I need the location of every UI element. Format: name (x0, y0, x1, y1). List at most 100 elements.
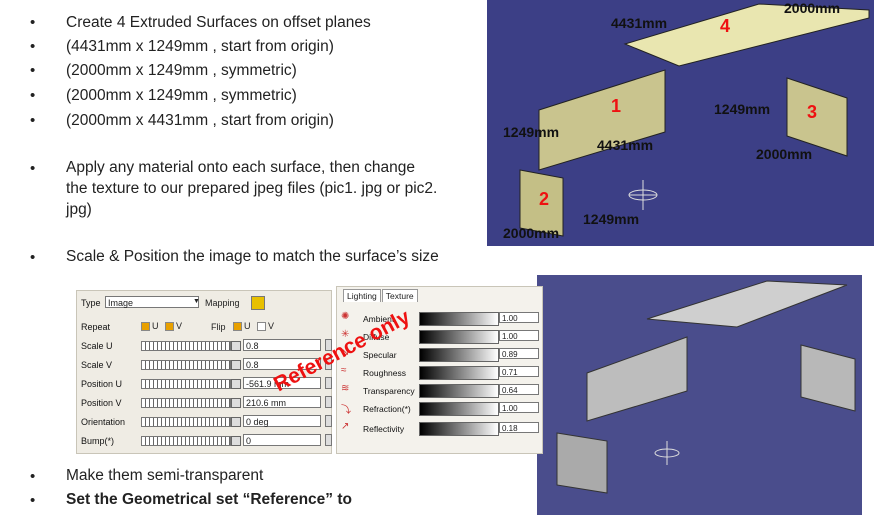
reflectivity-field[interactable]: 0.18 (499, 422, 539, 433)
specular-row: ↘ Specular 0.89 (341, 347, 539, 363)
roughness-slider[interactable] (419, 366, 499, 380)
orientation-spinner[interactable] (325, 415, 332, 427)
orientation-slider[interactable] (141, 417, 231, 427)
reflectivity-slider[interactable] (419, 422, 499, 436)
chevron-down-icon[interactable]: ▼ (193, 298, 200, 305)
roughness-field[interactable]: 0.71 (499, 366, 539, 377)
scale-u-slider[interactable] (141, 341, 231, 351)
ambient-field[interactable]: 1.00 (499, 312, 539, 323)
repeat-v-checkbox[interactable] (165, 322, 175, 332)
position-v-button[interactable] (231, 398, 241, 408)
bullet-dot: • (30, 87, 36, 104)
transparency-icon: ≋ (341, 383, 350, 394)
surfaces-diagram: 4431mm 2000mm 1249mm 4431mm 1249mm 2000m… (503, 0, 870, 241)
diffuse-label: Diffuse (363, 332, 390, 342)
transparency-label: Transparency (363, 386, 415, 396)
bullet-dot: • (30, 14, 36, 31)
transparency-row: ≋ Transparency 0.64 (341, 383, 539, 399)
diffuse-slider[interactable] (419, 330, 499, 344)
texture-parameters-panel: Type Image ▼ Mapping Repeat U V Flip U V… (76, 290, 332, 454)
position-u-button[interactable] (231, 379, 241, 389)
orientation-button[interactable] (231, 417, 241, 427)
position-u-row: Position U -561.9 mm (81, 377, 332, 391)
tab-lighting[interactable]: Lighting (343, 289, 381, 302)
bump-row: Bump(*) 0 (81, 434, 332, 448)
scale-v-field[interactable]: 0.8 (243, 358, 321, 370)
bump-spinner[interactable] (325, 434, 332, 446)
position-v-slider[interactable] (141, 398, 231, 408)
axis-compass-icon (628, 180, 658, 210)
position-u-field[interactable]: -561.9 mm (243, 377, 321, 389)
orientation-row: Orientation 0 deg (81, 415, 332, 429)
diffuse-icon: ✳ (341, 329, 350, 340)
label-d8: 2000mm (503, 225, 559, 241)
scale-u-button[interactable] (231, 341, 241, 351)
position-u-spinner[interactable] (325, 377, 332, 389)
position-u-slider[interactable] (141, 379, 231, 389)
transparency-slider[interactable] (419, 384, 499, 398)
bump-field[interactable]: 0 (243, 434, 321, 446)
bullet-material-line-2: the texture to our prepared jpeg files (… (66, 180, 438, 197)
bullet-scale-position: Scale & Position the image to match the … (66, 248, 439, 265)
type-select[interactable]: Image (105, 296, 199, 308)
scale-v-button[interactable] (231, 360, 241, 370)
bullet-dimension-2: (2000mm x 1249mm , symmetric) (66, 62, 297, 79)
flip-v-checkbox[interactable] (257, 322, 267, 332)
refraction-label: Refraction(*) (363, 404, 411, 414)
flip-u-checkbox[interactable] (233, 322, 242, 332)
cad-viewport-surfaces[interactable]: 4431mm 2000mm 1249mm 4431mm 1249mm 2000m… (487, 0, 874, 246)
flip-label: Flip (211, 322, 226, 332)
mapping-cube-icon[interactable] (251, 296, 265, 310)
scale-u-field[interactable]: 0.8 (243, 339, 321, 351)
specular-label: Specular (363, 350, 397, 360)
diffuse-field[interactable]: 1.00 (499, 330, 539, 341)
specular-field[interactable]: 0.89 (499, 348, 539, 359)
scale-v-slider[interactable] (141, 360, 231, 370)
repeat-u-checkbox[interactable] (141, 322, 150, 332)
flip-checkboxes: U V (229, 321, 274, 332)
roughness-row: ≈ Roughness 0.71 (341, 365, 539, 381)
bullet-material-line-1: Apply any material onto each surface, th… (66, 159, 415, 176)
surface-1 (538, 69, 666, 171)
textured-surface-top (646, 280, 848, 328)
scale-v-spinner[interactable] (325, 358, 332, 370)
position-v-field[interactable]: 210.6 mm (243, 396, 321, 408)
type-label: Type (81, 298, 101, 308)
repeat-u-label: U (152, 321, 159, 331)
surface-number-2: 2 (539, 189, 549, 209)
orientation-field[interactable]: 0 deg (243, 415, 321, 427)
orientation-label: Orientation (81, 417, 126, 427)
ambient-label: Ambient (363, 314, 395, 324)
position-v-spinner[interactable] (325, 396, 332, 408)
bullet-dot: • (30, 62, 36, 79)
surface-number-4: 4 (720, 16, 730, 36)
axis-compass-icon (654, 441, 680, 465)
bump-button[interactable] (231, 436, 241, 446)
refraction-slider[interactable] (419, 402, 499, 416)
refraction-field[interactable]: 1.00 (499, 402, 539, 413)
scale-v-row: Scale V 0.8 (81, 358, 332, 372)
surface-2 (519, 169, 564, 237)
transparency-field[interactable]: 0.64 (499, 384, 539, 395)
label-d4: 4431mm (597, 137, 653, 153)
flip-u-label: U (244, 321, 251, 331)
scale-u-spinner[interactable] (325, 339, 332, 351)
bump-slider[interactable] (141, 436, 231, 446)
reflectivity-icon: ↗ (341, 421, 350, 432)
textured-surface-rear (800, 344, 856, 412)
label-d7: 1249mm (583, 211, 639, 227)
bullet-create-surfaces: Create 4 Extruded Surfaces on offset pla… (66, 14, 371, 31)
bullet-dot: • (30, 249, 36, 266)
label-d5: 1249mm (714, 101, 770, 117)
label-d2: 2000mm (784, 0, 840, 16)
cad-viewport-textured[interactable] (537, 275, 862, 515)
label-d6: 2000mm (756, 146, 812, 162)
mapping-label: Mapping (205, 298, 240, 308)
reflectivity-row: ↗ Reflectivity 0.18 (341, 421, 539, 437)
ambient-slider[interactable] (419, 312, 499, 326)
tab-texture[interactable]: Texture (381, 289, 418, 302)
bump-label: Bump(*) (81, 436, 115, 446)
specular-slider[interactable] (419, 348, 499, 362)
surface-3 (786, 77, 848, 157)
